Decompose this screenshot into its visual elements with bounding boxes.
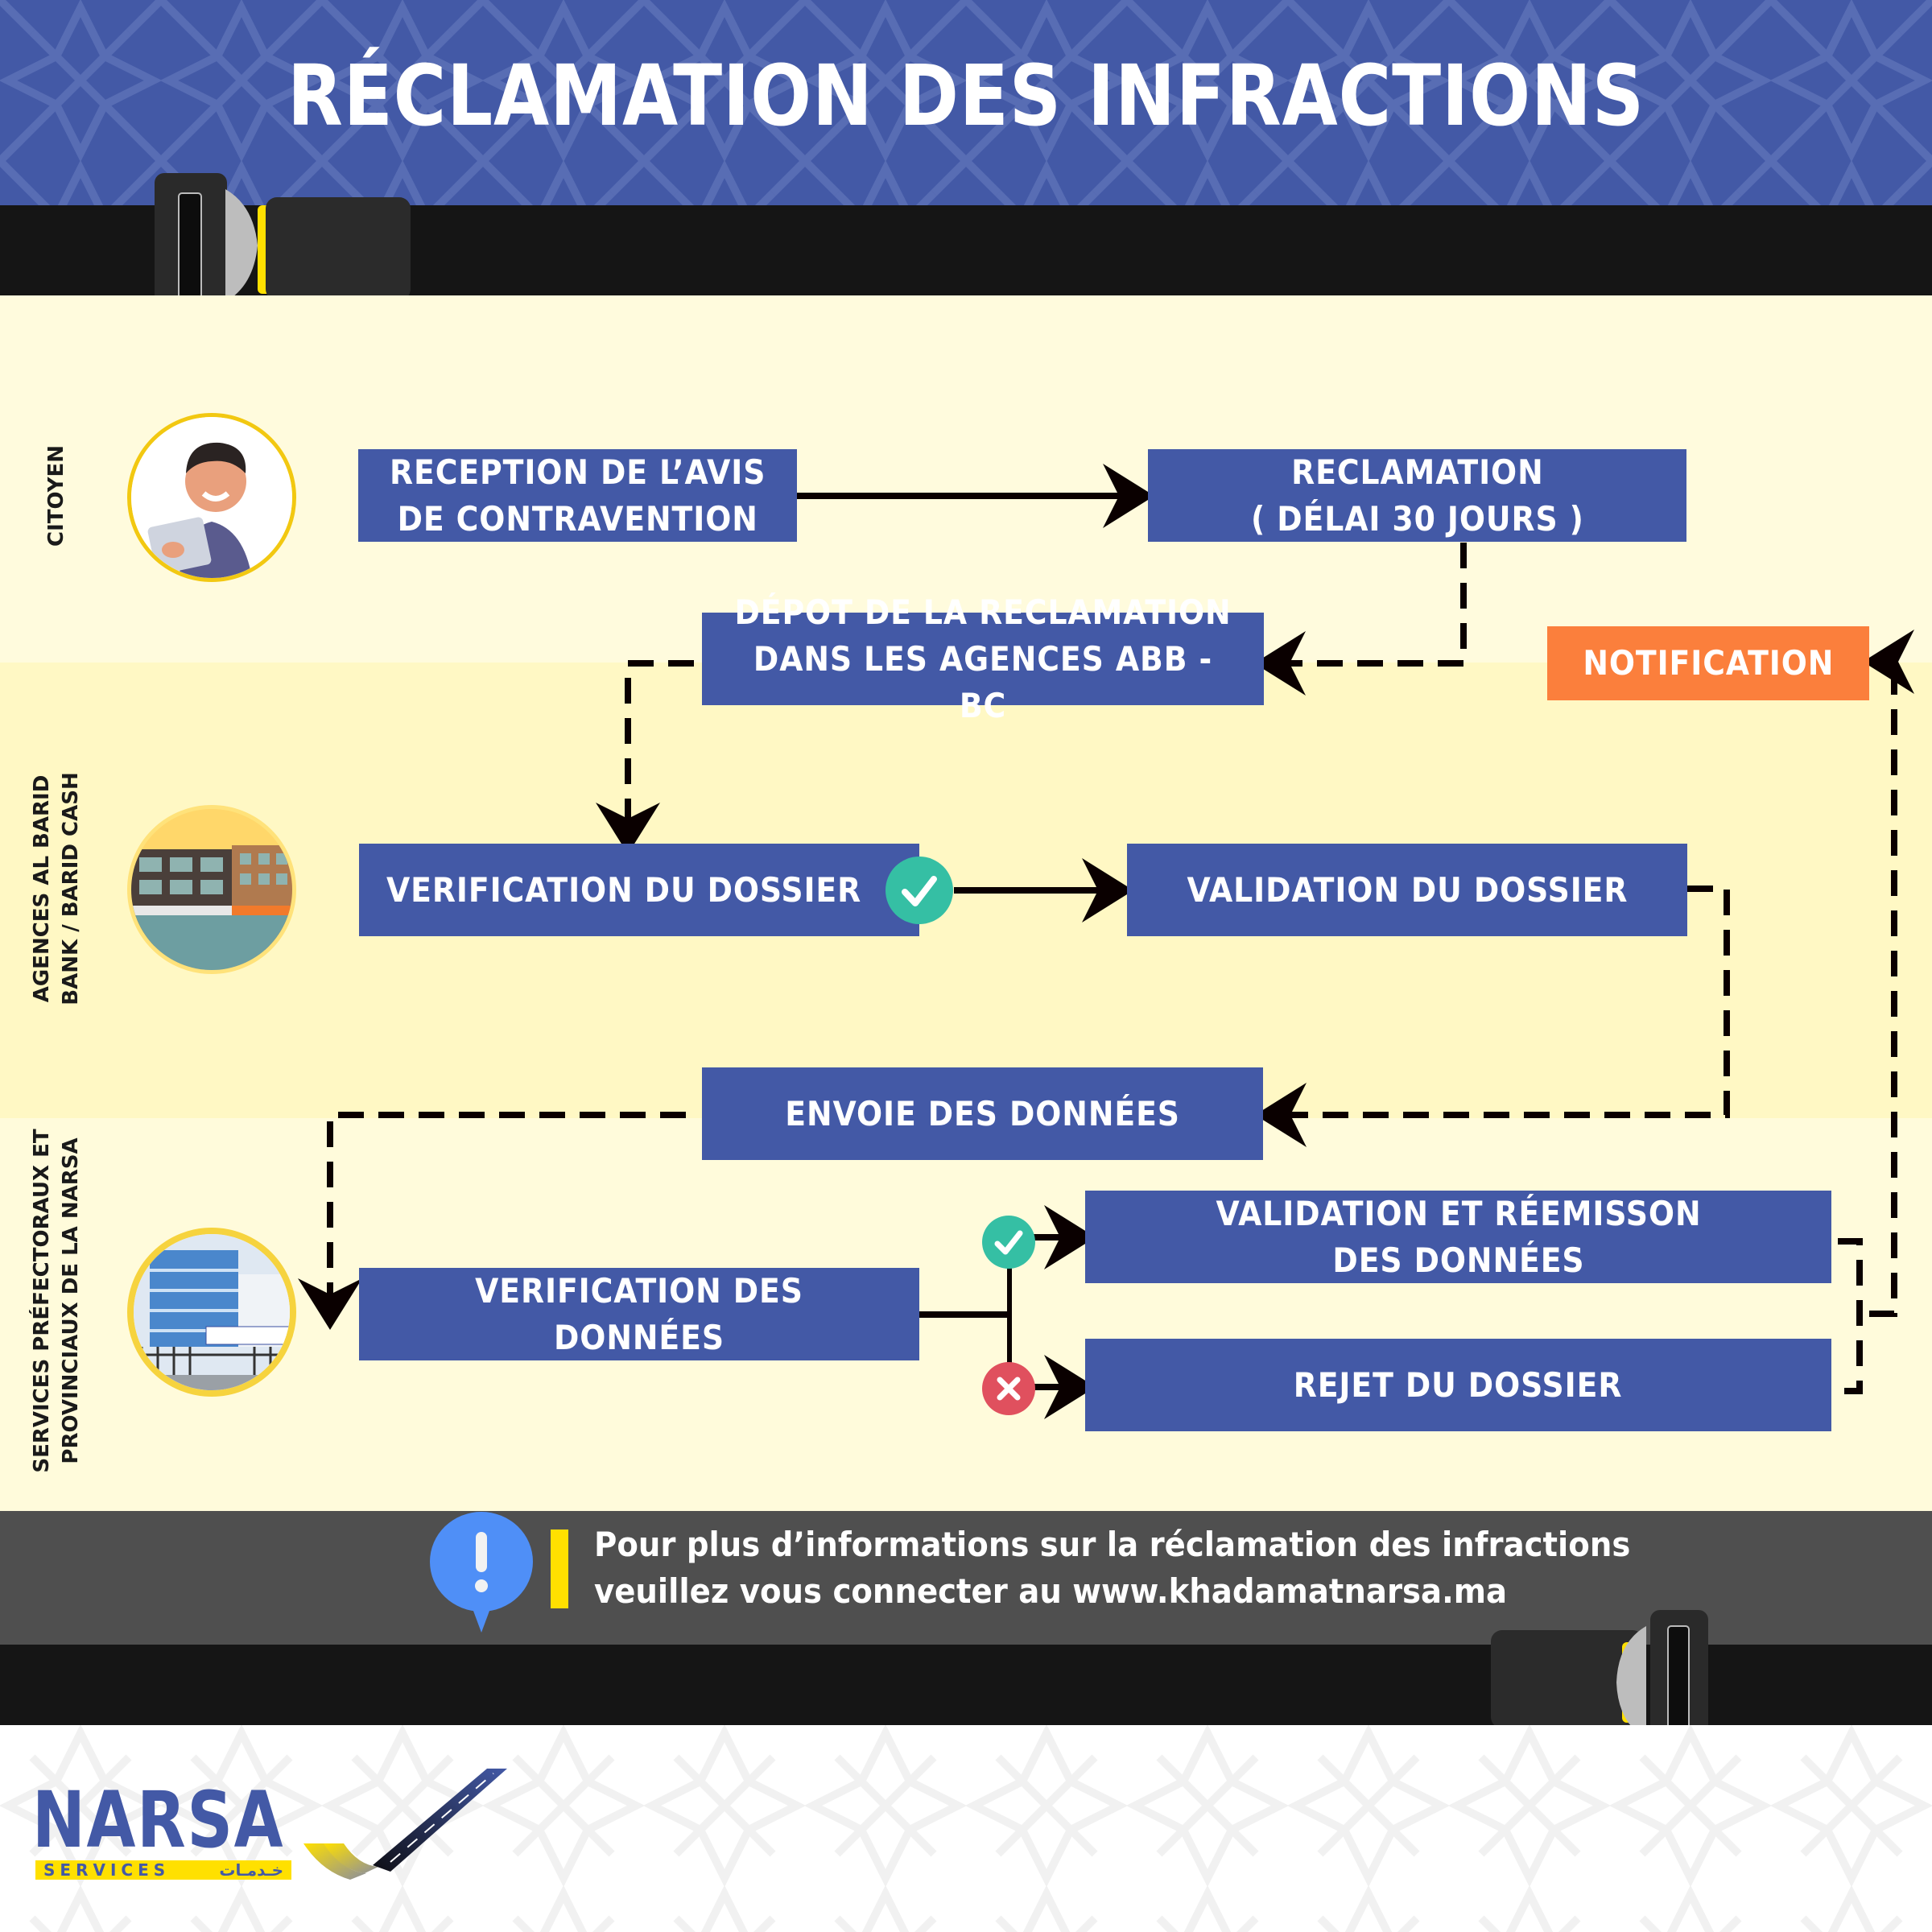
road-checkmark-logo-icon <box>303 1769 507 1880</box>
narsa-building-illustration-icon <box>134 1234 290 1390</box>
lane-label-line: BANK / BARID CASH <box>59 772 83 1005</box>
step-validation-reemission: VALIDATION ET RÉEMISSON DES DONNÉES <box>1085 1191 1831 1283</box>
page-title: RÉCLAMATION DES INFRACTIONS <box>287 47 1645 145</box>
cross-icon <box>982 1362 1035 1415</box>
citizen-illustration-icon <box>131 417 292 578</box>
footer <box>0 1725 1932 1932</box>
step-text: VALIDATION DU DOSSIER <box>1187 869 1628 910</box>
step-depot-reclamation: DÉPOT DE LA RECLAMATION DANS LES AGENCES… <box>702 592 1264 725</box>
step-text: DE CONTRAVENTION <box>397 498 758 539</box>
logo-wordmark: NARSA <box>32 1775 285 1865</box>
step-text: ( DÉLAI 30 JOURS ) <box>1250 498 1584 539</box>
info-accent-bar <box>551 1530 568 1608</box>
exclamation-bubble-icon <box>430 1512 533 1633</box>
step-text: RECEPTION DE L’AVIS <box>389 452 766 492</box>
step-verification-dossier: VERIFICATION DU DOSSIER <box>359 844 919 936</box>
step-text: VERIFICATION DES DONNÉES <box>475 1270 803 1357</box>
narsa-logo: NARSA SERVICES خـدمـات <box>32 1775 340 1880</box>
step-text: REJET DU DOSSIER <box>1294 1364 1623 1405</box>
check-icon <box>886 857 953 924</box>
lane-label-services: SERVICES PRÉFECTORAUX ET PROVINCIAUX DE … <box>27 1124 85 1478</box>
check-icon <box>982 1216 1035 1269</box>
step-text: VALIDATION ET RÉEMISSON <box>1215 1193 1701 1233</box>
geometric-pattern-decoration <box>0 0 1932 211</box>
step-rejet-dossier: REJET DU DOSSIER <box>1085 1339 1831 1431</box>
step-validation-dossier: VALIDATION DU DOSSIER <box>1127 844 1687 936</box>
lane-label-line: SERVICES PRÉFECTORAUX ET <box>30 1129 54 1473</box>
step-text: ENVOIE DES DONNÉES <box>785 1093 1180 1133</box>
lane-label-line: PROVINCIAUX DE LA NARSA <box>59 1137 83 1464</box>
logo-subtitle-latin: SERVICES <box>43 1860 171 1880</box>
step-text: NOTIFICATION <box>1583 643 1834 683</box>
narsa-office-avatar <box>127 1228 296 1397</box>
step-envoie-donnees: ENVOIE DES DONNÉES <box>702 1067 1263 1160</box>
bank-agency-avatar <box>127 805 296 974</box>
step-reception-avis: RECEPTION DE L’AVIS DE CONTRAVENTION <box>358 449 797 542</box>
info-line: Pour plus d’informations sur la réclamat… <box>594 1525 1631 1564</box>
info-message: Pour plus d’informations sur la réclamat… <box>594 1521 1630 1615</box>
logo-subtitle-arabic: خـدمـات <box>219 1860 283 1880</box>
info-bar <box>0 1511 1932 1646</box>
lane-label-citoyen: CITOYEN <box>44 445 68 547</box>
step-text: DANS LES AGENCES ABB - BC <box>753 638 1213 725</box>
citizen-avatar <box>127 413 296 582</box>
step-verification-donnees: VERIFICATION DES DONNÉES <box>359 1268 919 1360</box>
step-text: DES DONNÉES <box>1331 1240 1585 1280</box>
step-notification: NOTIFICATION <box>1547 626 1869 700</box>
step-reclamation: RECLAMATION ( DÉLAI 30 JOURS ) <box>1148 449 1686 542</box>
seatbelt-buckle-icon <box>1491 1610 1708 1751</box>
seatbelt-buckle-icon <box>155 173 411 326</box>
lane-label-agences: AGENCES AL BARID BANK / BARID CASH <box>27 768 85 1009</box>
logo-subtitle: SERVICES خـدمـات <box>35 1860 291 1880</box>
geometric-pattern-decoration <box>0 1725 1932 1932</box>
info-line: veuillez vous connecter au www.khadamatn… <box>594 1571 1508 1611</box>
step-text: VERIFICATION DU DOSSIER <box>386 869 862 910</box>
step-text: DÉPOT DE LA RECLAMATION <box>734 592 1232 632</box>
lane-label-line: AGENCES AL BARID <box>30 774 54 1003</box>
step-text: RECLAMATION <box>1290 452 1544 492</box>
bank-building-illustration-icon <box>131 809 292 970</box>
header-banner: RÉCLAMATION DES INFRACTIONS <box>0 0 1932 211</box>
